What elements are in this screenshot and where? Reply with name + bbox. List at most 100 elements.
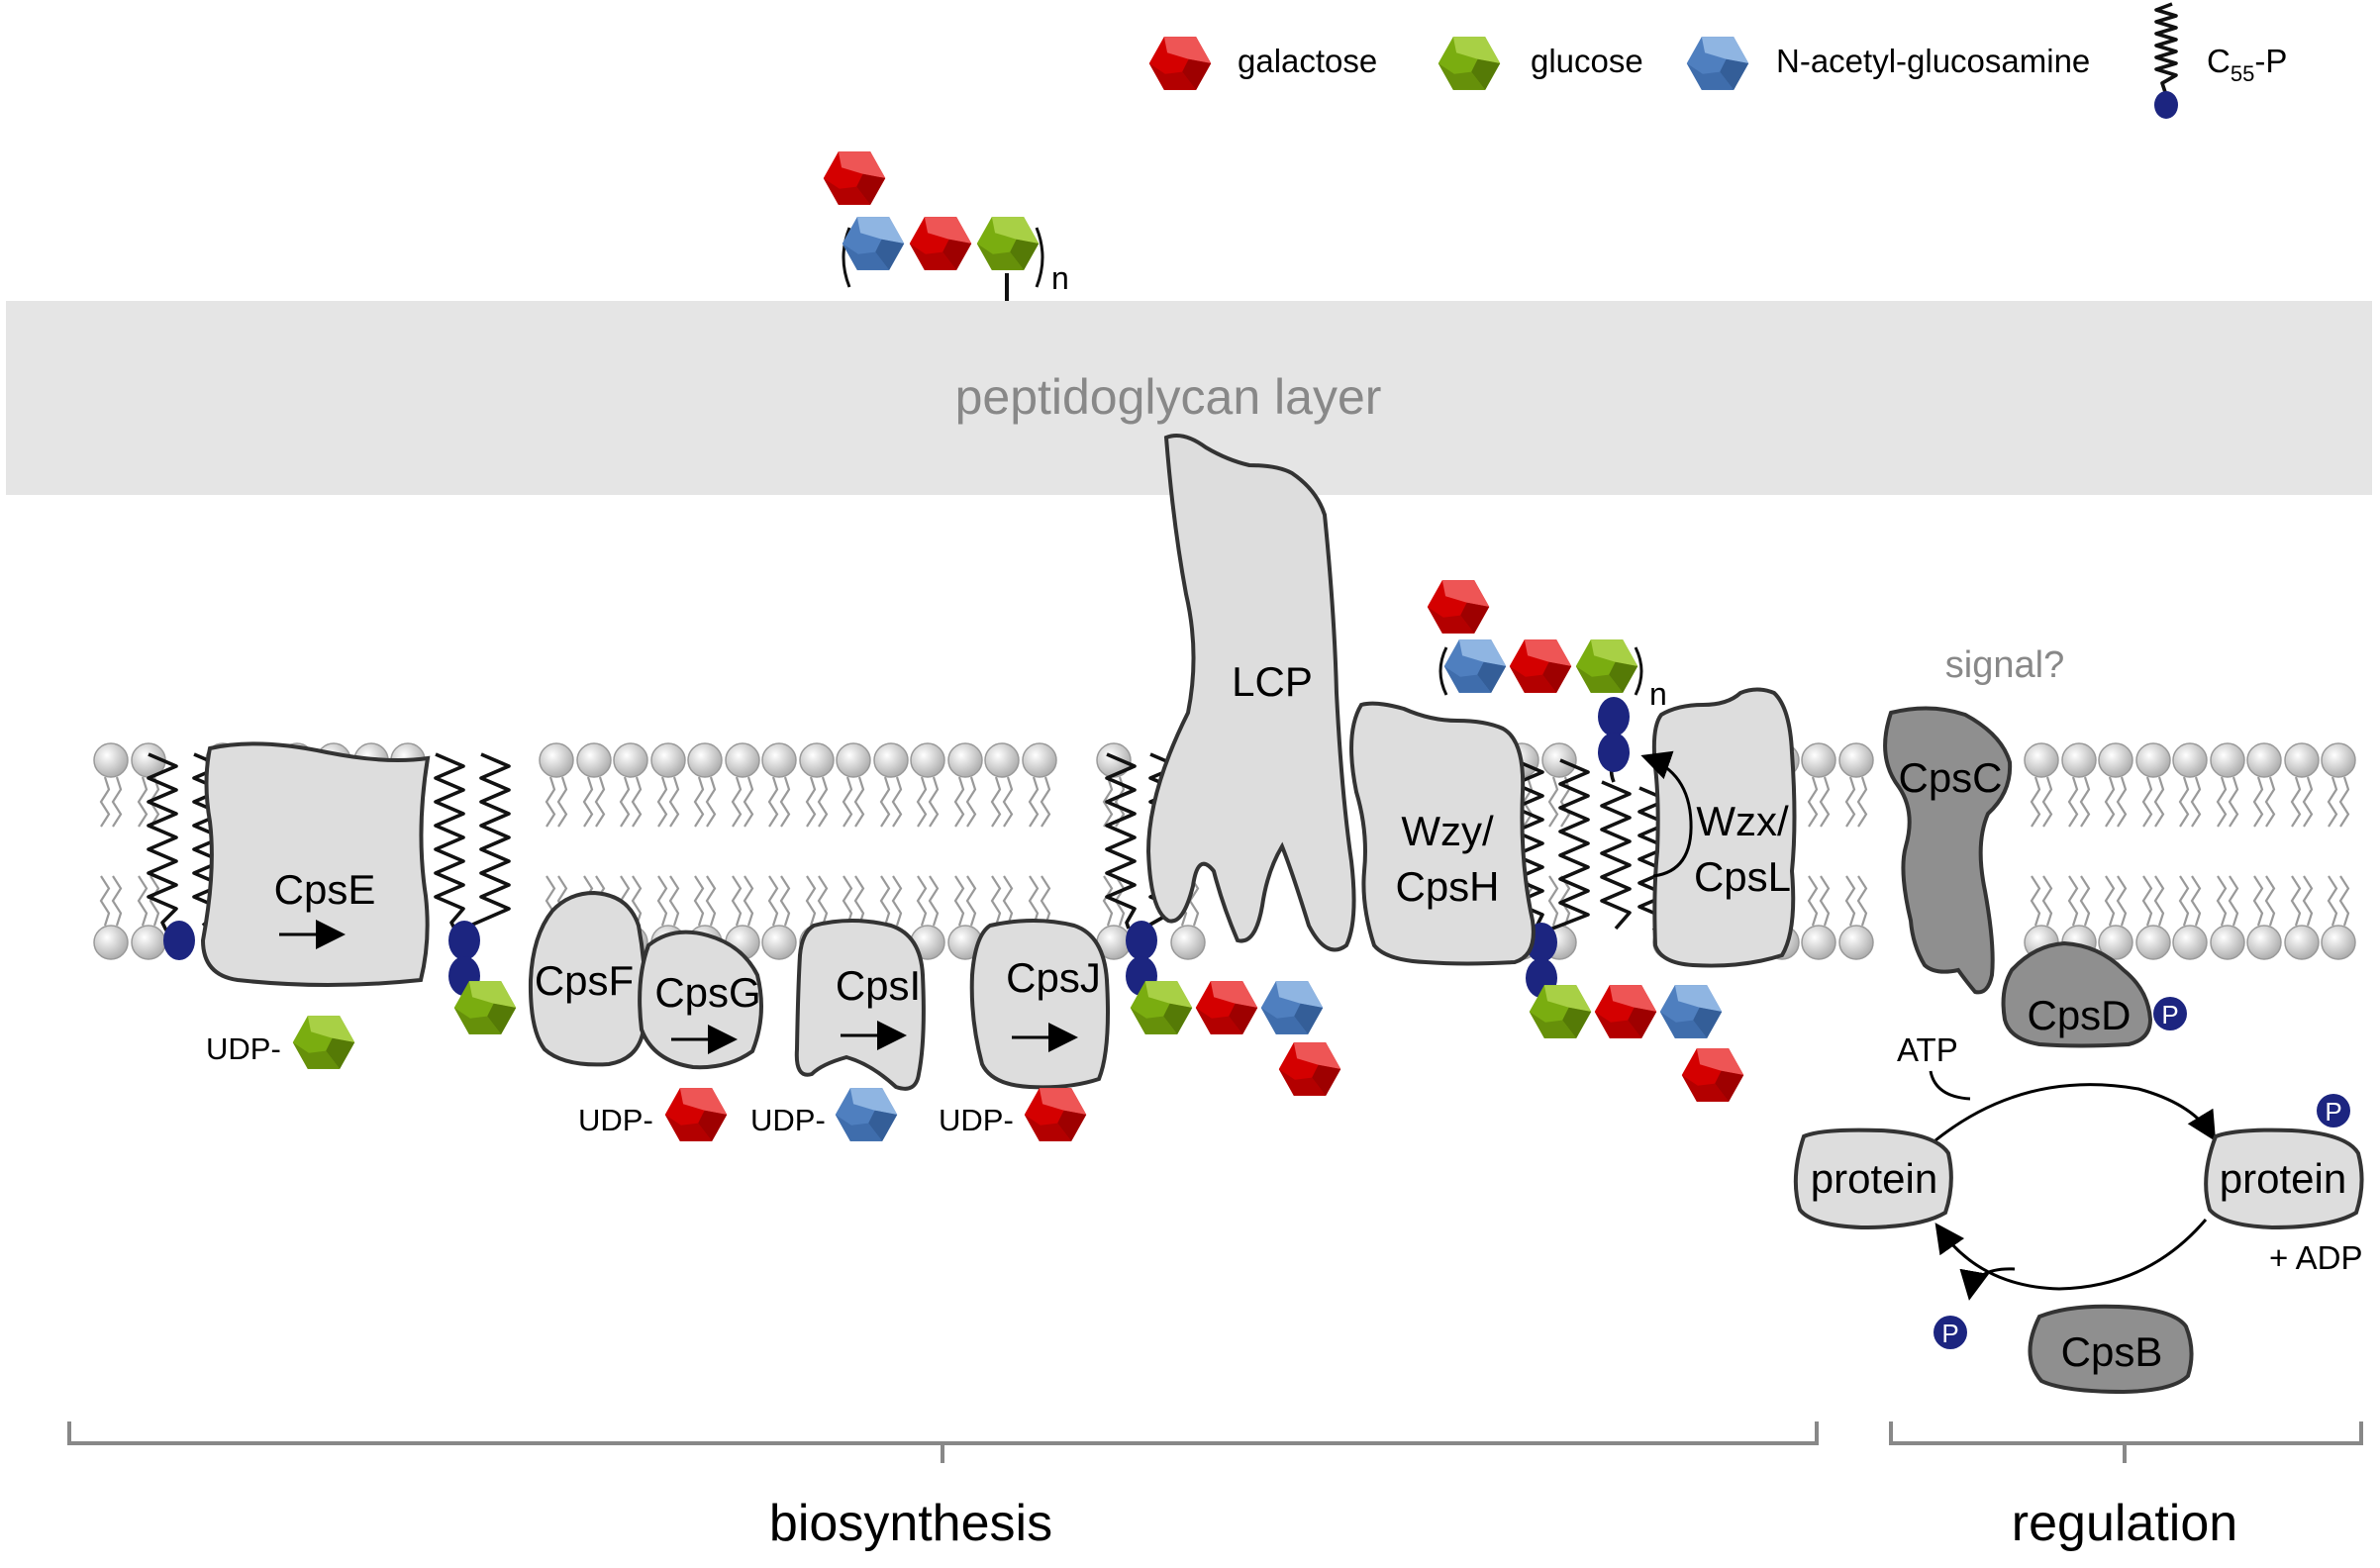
lipid-head — [1838, 742, 1874, 778]
lipid-tail — [149, 875, 160, 927]
lipid-tail — [879, 875, 891, 927]
lipid-tail — [2067, 875, 2079, 927]
lipid-tail — [582, 776, 594, 828]
glcnac-icon — [835, 1088, 898, 1141]
lipid-head — [984, 742, 1020, 778]
galactose-icon — [1427, 580, 1490, 634]
lipid-head — [910, 742, 945, 778]
lipid-head — [2321, 925, 2356, 960]
protein-left-label: protein — [1811, 1155, 1937, 1202]
lipid-head — [2246, 742, 2282, 778]
lipid-head — [2284, 742, 2320, 778]
lipid-carrier-cpse-right — [434, 752, 517, 1034]
lipid-head — [93, 925, 129, 960]
lipid-head — [650, 742, 686, 778]
lipid-head — [2135, 742, 2171, 778]
lipid-tail — [2079, 776, 2091, 828]
lipid-tail — [891, 875, 903, 927]
c55p-icon — [2154, 2, 2178, 119]
udp-label: UDP- — [206, 1031, 281, 1066]
lipid-tail — [631, 875, 643, 927]
lipid-tail — [619, 776, 631, 828]
lipid-tail — [891, 776, 903, 828]
lipid-tail — [2216, 776, 2228, 828]
glcnac-icon — [1686, 37, 1749, 90]
lipid-tail — [1844, 776, 1856, 828]
phosphorylation-cycle: ATP protein protein P + ADP P — [1793, 1031, 2364, 1349]
udp-label: UDP- — [939, 1103, 1014, 1137]
lipid-tail — [842, 875, 853, 927]
lipid-head — [687, 742, 723, 778]
lipid-tail — [2327, 875, 2338, 927]
regulation-bracket: regulation — [1889, 1421, 2363, 1552]
lipid-tail — [965, 875, 977, 927]
lipid-tail — [2067, 776, 2079, 828]
lipid-tail — [779, 776, 791, 828]
lipid-tail — [1028, 875, 1040, 927]
lipid-head — [873, 742, 909, 778]
lipid-tail — [2030, 875, 2041, 927]
lipid-tail — [779, 875, 791, 927]
lcp-label: LCP — [1232, 658, 1313, 705]
udp-glucose: UDP- — [206, 1016, 355, 1069]
lipid-head — [2172, 925, 2208, 960]
lipid-head — [1838, 925, 1874, 960]
galactose-icon — [1195, 981, 1258, 1034]
lipid-head — [131, 925, 166, 960]
lipid-head — [539, 742, 574, 778]
lipid-tail — [2030, 776, 2041, 828]
lipid-tail — [853, 875, 865, 927]
lipid-tail — [2228, 776, 2239, 828]
lipid-tail — [743, 776, 754, 828]
lipid-tail — [767, 875, 779, 927]
lipid-head — [2098, 742, 2133, 778]
lipid-tail — [928, 776, 940, 828]
cpsg-label: CpsG — [654, 969, 760, 1016]
lipid-tail — [1819, 875, 1831, 927]
galactose-icon — [1681, 1048, 1744, 1102]
lipid-tail — [953, 776, 965, 828]
lipid-tail — [2141, 875, 2153, 927]
udp-galactose-1: UDP- — [578, 1088, 728, 1141]
lipid-tail — [817, 875, 829, 927]
lipid-tail — [2338, 776, 2350, 828]
lipid-head — [1801, 742, 1836, 778]
lipid-tail — [842, 776, 853, 828]
legend-c55p-label: C55-P — [2207, 43, 2287, 86]
galactose-icon — [823, 151, 886, 205]
lcp-protein: LCP — [1145, 434, 1356, 952]
lipid-tail — [137, 776, 149, 828]
biosynthesis-label: biosynthesis — [769, 1495, 1052, 1552]
legend: galactose glucose N-acetyl-glucosamine C… — [1148, 2, 2287, 119]
lipid-tail — [2327, 776, 2338, 828]
lipid-tail — [2079, 875, 2091, 927]
lipid-tail — [2178, 875, 2190, 927]
galactose-icon — [664, 1088, 728, 1141]
cpsj-label: CpsJ — [1006, 954, 1101, 1001]
lipid-tail — [731, 875, 743, 927]
lipid-tail — [731, 776, 743, 828]
lipid-head — [1096, 742, 1132, 778]
wzx-label-line2: CpsL — [1694, 853, 1791, 900]
lipid-head — [2172, 742, 2208, 778]
glucose-icon — [292, 1016, 355, 1069]
cpsj-protein: CpsJ — [969, 919, 1110, 1090]
lipid-tail — [1844, 875, 1856, 927]
lipid-head — [2061, 742, 2097, 778]
lipid-tail — [2041, 875, 2053, 927]
phosphate-icon — [2153, 997, 2187, 1030]
lipid-tail — [2178, 776, 2190, 828]
glucose-icon — [1438, 37, 1501, 90]
lipid-tail — [817, 776, 829, 828]
lipid-tail — [668, 776, 680, 828]
lipid-carrier-wzx — [1598, 697, 1669, 932]
lipid-tail — [631, 776, 643, 828]
lipid-head — [2321, 742, 2356, 778]
wzy-label-line1: Wzy/ — [1401, 808, 1494, 854]
lipid-tail — [2104, 875, 2116, 927]
glcnac-icon — [1659, 985, 1723, 1038]
lipid-tail — [137, 875, 149, 927]
lipid-tail — [879, 776, 891, 828]
lipid-tail — [805, 875, 817, 927]
phosphate-label: P — [2325, 1097, 2341, 1127]
